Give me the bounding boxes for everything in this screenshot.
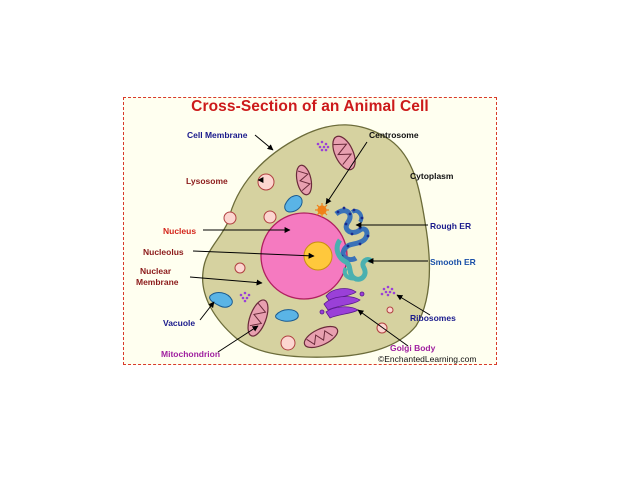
label-smooth-er: Smooth ER [430, 257, 476, 267]
centrosome [315, 203, 329, 217]
mitochondrion-top-right [332, 135, 356, 171]
golgi-body [319, 288, 365, 319]
label-golgi-body: Golgi Body [390, 343, 436, 353]
diagram-title: Cross-Section of an Animal Cell [191, 98, 429, 115]
credit-text: ©EnchantedLearning.com [378, 354, 477, 364]
label-vacuole: Vacuole [163, 318, 196, 328]
label-ribosomes: Ribosomes [410, 313, 456, 323]
label-cell-membrane: Cell Membrane [187, 130, 248, 140]
mitochondrion-top-left [295, 164, 313, 196]
smooth-er [334, 238, 375, 282]
label-nucleolus: Nucleolus [143, 247, 184, 257]
label-mitochondrion: Mitochondrion [161, 349, 221, 359]
label-lysosome: Lysosome [186, 176, 228, 186]
mitochondrion-bottom-center [303, 325, 339, 349]
label-nuclear-membrane-line1: Nuclear [140, 266, 172, 276]
leader-lines [189, 134, 431, 353]
rough-er [334, 206, 370, 263]
label-centrosome: Centrosome [369, 130, 419, 140]
label-nuclear-membrane-line2: Membrane [136, 277, 179, 287]
label-rough-er: Rough ER [430, 221, 472, 231]
label-cytoplasm: Cytoplasm [410, 171, 454, 181]
ribosomes [239, 140, 396, 303]
label-nucleus: Nucleus [163, 226, 197, 236]
vacuoles [209, 195, 303, 322]
